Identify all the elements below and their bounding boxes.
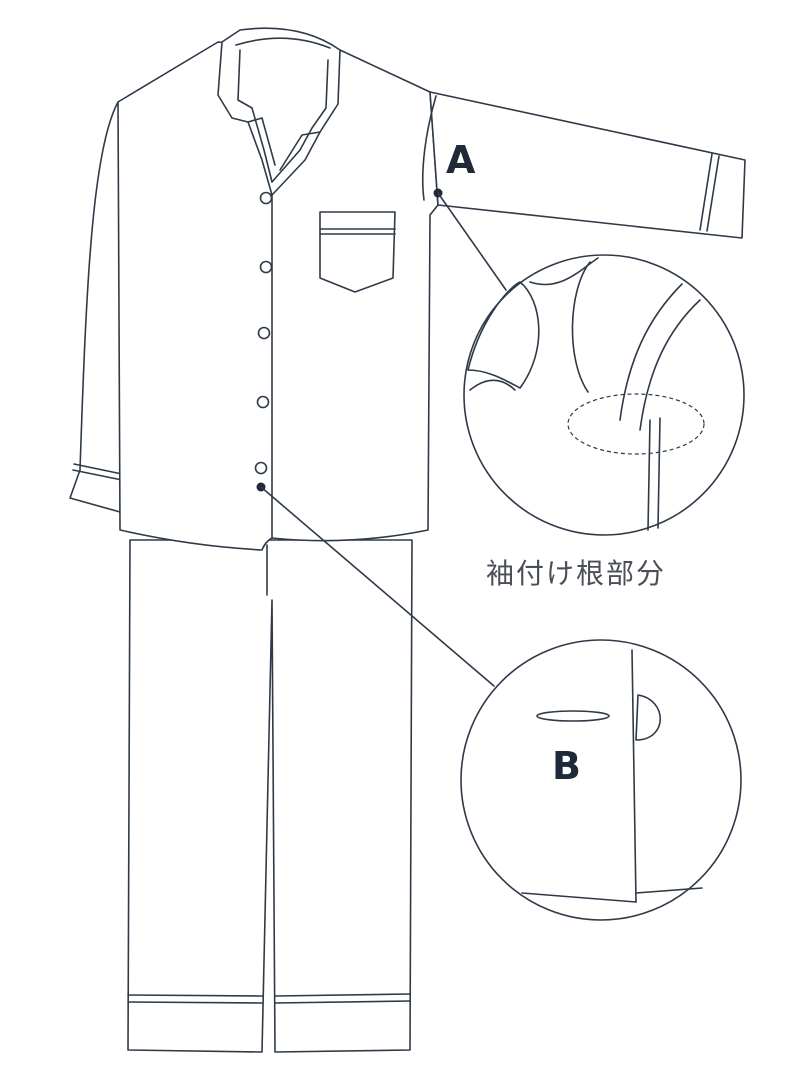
collar-neckline	[235, 37, 331, 49]
zoom-circle-a	[463, 254, 745, 536]
armpit-caption: 袖付け根部分	[486, 557, 667, 590]
armpit-focus-ellipse	[567, 393, 705, 455]
right-sleeve	[429, 91, 746, 239]
right-hem-piping-2	[274, 1000, 411, 1004]
lapel-notch	[247, 117, 276, 166]
right-cuff-piping-2	[706, 155, 720, 232]
zoom-circle-b	[460, 639, 742, 921]
pants-outline	[127, 539, 413, 1053]
callout-a	[433, 188, 745, 536]
left-hem-piping-1	[127, 994, 263, 997]
left-sleeve	[69, 101, 133, 513]
button-2	[259, 260, 273, 274]
pajama-shirt	[69, 27, 746, 551]
sleeve-seam	[421, 95, 437, 201]
label-b: B	[552, 744, 581, 788]
pajama-pants	[127, 539, 413, 1053]
collar-outer	[217, 27, 341, 196]
leader-line-b	[260, 486, 495, 687]
chest-pocket	[319, 211, 396, 293]
buttonhole	[536, 710, 610, 722]
zoom-a-detail	[467, 257, 705, 531]
button-5	[254, 461, 268, 475]
button-4	[256, 395, 270, 409]
left-cuff-piping-1	[73, 463, 123, 475]
button-1	[259, 191, 273, 205]
button-3	[257, 326, 271, 340]
left-hem-piping-2	[127, 1001, 263, 1004]
left-cuff-piping-2	[72, 469, 123, 481]
collar-inner	[237, 49, 329, 183]
leader-line-a	[437, 192, 507, 291]
shirt-body	[117, 41, 439, 551]
lapel-notch-right	[279, 131, 321, 171]
right-cuff-piping-1	[699, 153, 713, 231]
label-a: A	[446, 138, 476, 182]
callout-b	[256, 482, 742, 921]
right-hem-piping-1	[274, 993, 411, 997]
zoom-b-detail	[521, 649, 703, 903]
